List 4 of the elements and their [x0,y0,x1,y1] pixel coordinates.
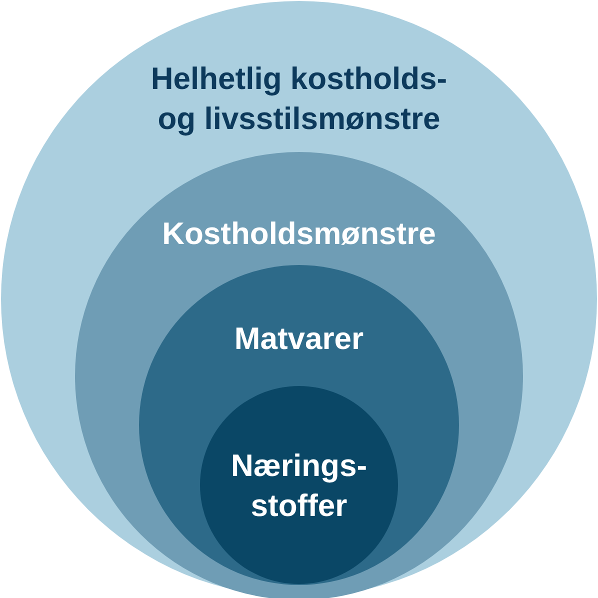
circle-label: Helhetlig kostholds- og livsstilsmønstre [150,60,448,138]
circle-label: Nærings- stoffer [230,447,368,525]
circle-label: Kostholdsmønstre [161,215,437,253]
circle-label: Matvarer [233,320,365,358]
